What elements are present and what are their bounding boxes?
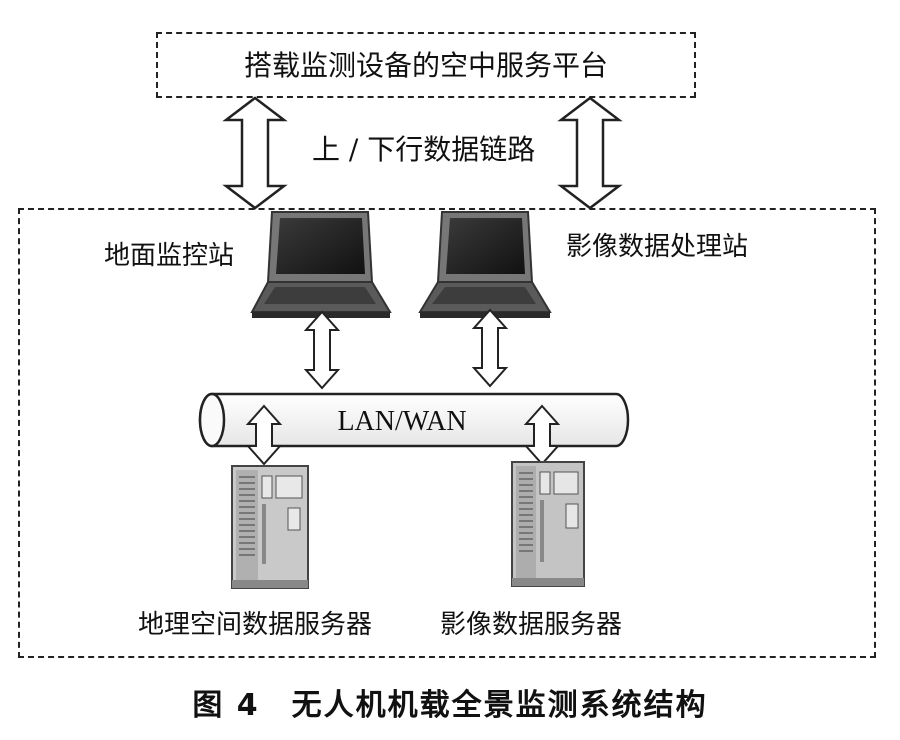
aerial-platform-box: 搭载监测设备的空中服务平台 [156, 32, 696, 98]
image-station-label: 影像数据处理站 [566, 232, 749, 262]
lan-wan-bus [198, 392, 630, 448]
network-label: LAN/WAN [337, 406, 466, 437]
image-station-network-arrow [471, 308, 509, 388]
ground-station-network-arrow [303, 310, 341, 390]
image-server-icon [511, 461, 585, 587]
ground-station-laptop-icon [250, 211, 392, 318]
left-uplink-arrow [222, 96, 288, 210]
data-link-label: 上 / 下行数据链路 [312, 133, 536, 166]
geo-server-label: 地理空间数据服务器 [138, 610, 373, 640]
right-uplink-arrow [557, 96, 623, 210]
ground-station-label: 地面监控站 [104, 241, 235, 271]
ground-system-box [18, 208, 876, 658]
image-station-laptop-icon [418, 211, 552, 318]
figure-caption: 图 4 无人机机载全景监测系统结构 [192, 688, 708, 723]
geo-server-network-arrow [245, 404, 283, 466]
geo-server-icon [231, 465, 309, 589]
aerial-platform-label: 搭载监测设备的空中服务平台 [243, 49, 608, 82]
image-server-label: 影像数据服务器 [440, 610, 623, 640]
